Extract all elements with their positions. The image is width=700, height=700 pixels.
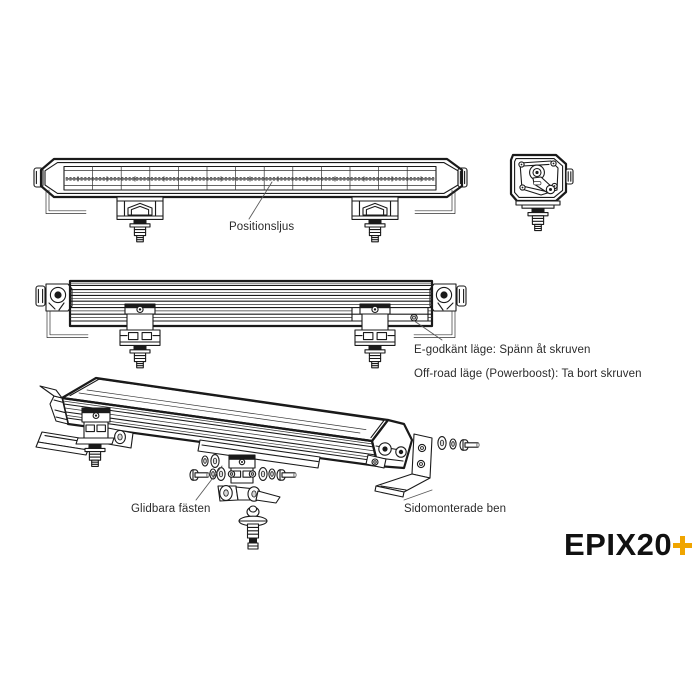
- label-positionsljus: Positionsljus: [229, 221, 295, 233]
- brand-wordmark: EPIX20: [564, 526, 673, 562]
- front-view: [33, 157, 468, 242]
- rear-view: [35, 279, 467, 368]
- label-glidbara-fasten: Glidbara fästen: [131, 503, 211, 515]
- brand-logo: EPIX20: [564, 526, 693, 562]
- front-mount-foot-left: [117, 197, 163, 242]
- positionsljus-leader: [248, 181, 273, 220]
- exploded-perspective-view: [35, 376, 480, 550]
- perspective-center-stud: [238, 505, 268, 550]
- e-approved-leader: [413, 320, 443, 341]
- sidomonterade-ben-leader: [403, 489, 433, 501]
- glidbara-fasten-leader: [195, 465, 223, 501]
- front-mount-foot-right: [352, 197, 398, 242]
- label-e-approved-mode: E-godkänt läge: Spänn åt skruven: [414, 344, 591, 356]
- rear-mount-foot-left: [120, 304, 160, 368]
- rear-right-endcap: [429, 283, 467, 312]
- front-left-cable: [45, 189, 87, 214]
- front-lens-dividers: [92, 166, 408, 191]
- brand-plus-icon: [673, 535, 693, 555]
- front-housing-outline: [39, 157, 464, 199]
- rear-mount-foot-right: [355, 304, 395, 368]
- perspective-mount-left: [75, 407, 134, 467]
- rear-left-endcap: [35, 283, 73, 312]
- rear-housing-ribs: [69, 284, 433, 322]
- end-view: [509, 153, 574, 232]
- front-right-cable: [414, 189, 456, 214]
- label-offroad-mode: Off-road läge (Powerboost): Ta bort skru…: [414, 368, 642, 380]
- label-sidomonterade-ben: Sidomonterade ben: [404, 503, 507, 515]
- front-led-ticks: [77, 176, 422, 182]
- perspective-side-leg: [374, 433, 480, 498]
- perspective-mount-center: [189, 454, 297, 550]
